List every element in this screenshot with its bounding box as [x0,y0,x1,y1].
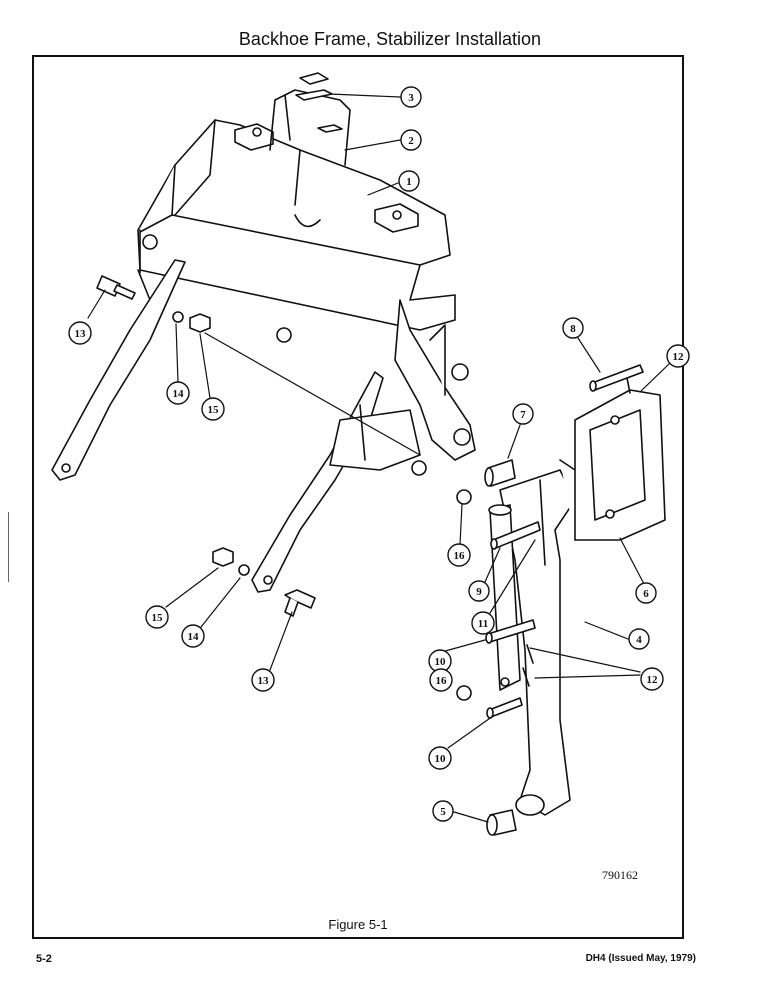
svg-text:14: 14 [188,631,200,643]
callout-4: 4 [628,628,650,650]
svg-text:8: 8 [570,323,576,335]
svg-text:2: 2 [408,135,414,147]
svg-text:15: 15 [152,612,164,624]
figure-caption: Figure 5-1 [328,917,388,932]
backhoe-frame [137,119,476,476]
page-title: Backhoe Frame, Stabilizer Installation [238,29,542,49]
leader-lines [87,93,671,823]
svg-text:12: 12 [647,674,659,686]
svg-text:16: 16 [454,550,466,562]
callout-14-lower: 14 [181,624,205,648]
callout-13-lower: 13 [251,668,275,692]
callout-12-lower: 12 [640,667,664,691]
svg-text:10: 10 [435,656,447,668]
figure-frame [32,55,684,939]
svg-text:16: 16 [436,675,448,687]
pins [456,364,644,836]
svg-text:13: 13 [258,675,270,687]
callout-6: 6 [635,582,657,604]
left-arms [51,259,421,593]
svg-text:13: 13 [75,328,87,340]
callout-12-upper: 12 [666,344,690,368]
svg-text:11: 11 [478,618,488,630]
svg-text:12: 12 [673,351,685,363]
callout-5: 5 [432,800,454,822]
svg-text:6: 6 [643,588,649,600]
svg-text:10: 10 [435,753,447,765]
callout-15-lower: 15 [145,605,169,629]
margin-mark [8,512,9,582]
callout-7: 7 [512,403,534,425]
svg-text:7: 7 [520,409,526,421]
svg-text:5: 5 [440,806,446,818]
callout-2: 2 [400,129,422,151]
svg-text:14: 14 [173,388,185,400]
cylinder [488,504,521,691]
callout-13-upper: 13 [68,321,92,345]
svg-text:4: 4 [636,634,642,646]
svg-text:9: 9 [476,586,482,598]
stabilizer-leg [499,389,666,816]
svg-text:1: 1 [406,176,412,188]
callout-11: 11 [471,611,495,635]
callout-16-upper: 16 [447,543,471,567]
drawing-number: 790162 [602,868,638,882]
callouts: 3 2 1 13 14 15 8 12 7 16 9 6 11 15 14 13… [68,86,690,822]
callout-1: 1 [398,170,420,192]
callout-9: 9 [468,580,490,602]
callout-14-upper: 14 [166,381,190,405]
callout-15-upper: 15 [201,397,225,421]
svg-text:15: 15 [208,404,220,416]
hardware-left [96,275,316,617]
page-number: 5-2 [36,953,52,965]
callout-16-lower: 16 [429,668,453,692]
callout-8: 8 [562,317,584,339]
callout-3: 3 [400,86,422,108]
svg-text:3: 3 [408,92,414,104]
callout-10-lower: 10 [428,746,452,770]
document-id: DH4 (Issued May, 1979) [585,953,696,964]
